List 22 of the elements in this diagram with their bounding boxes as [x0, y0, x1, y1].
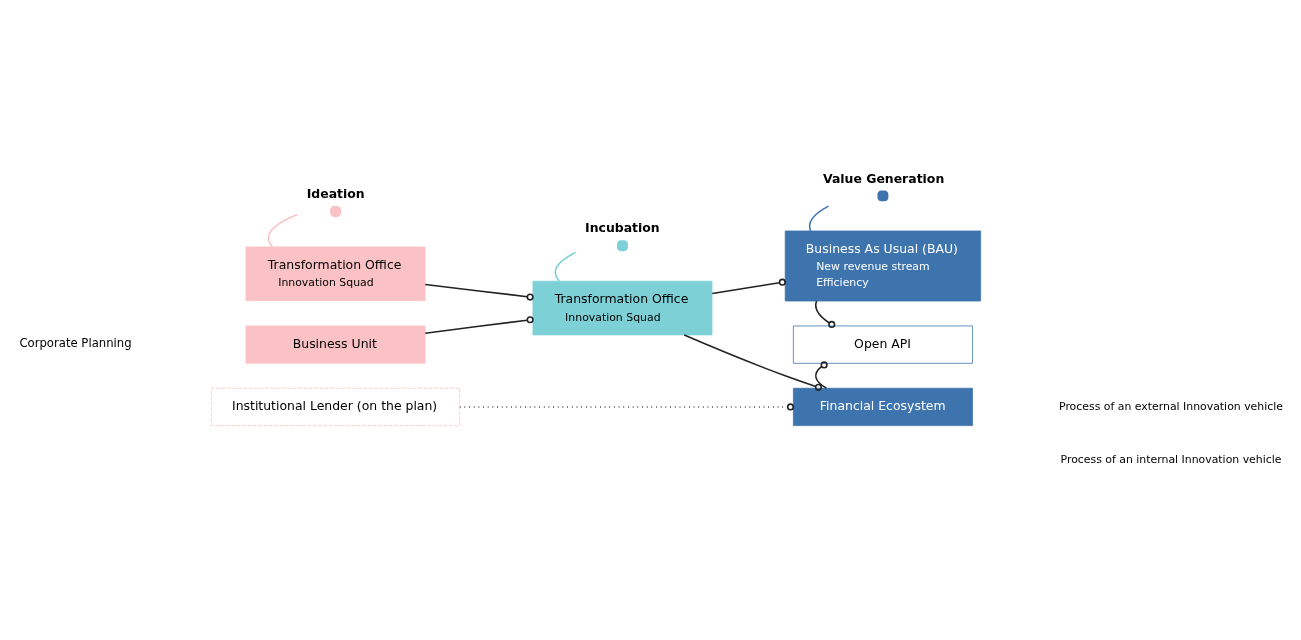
node-box: Transformation Office Innovation Squad — [245, 246, 426, 301]
connector — [424, 283, 534, 301]
node-label: Ideation — [306, 185, 365, 201]
connector — [711, 278, 786, 294]
node-box: Transformation Office Innovation Squad — [532, 280, 713, 335]
connector — [808, 204, 830, 232]
connector — [267, 213, 299, 247]
label: Corporate Planning — [19, 335, 132, 350]
node-box: Institutional Lender (on the plan) — [211, 387, 461, 426]
connector — [815, 360, 828, 389]
connector — [459, 402, 795, 410]
node-box: Business Unit — [245, 325, 426, 364]
connector — [424, 315, 534, 334]
node-label: Incubation — [585, 219, 660, 235]
node-box: Open API — [793, 325, 973, 364]
node-box: Financial Ecosystem — [793, 387, 973, 426]
node-box: Business As Usual (BAU) New revenue stream Efficiency — [784, 230, 981, 301]
node-label: Value Generation — [822, 170, 945, 186]
connector — [683, 333, 823, 391]
legend-label: Process of an internal Innovation vehicle — [1060, 452, 1282, 466]
legend-label: Process of an external Innovation vehicle — [1059, 399, 1283, 413]
connector — [815, 299, 836, 328]
